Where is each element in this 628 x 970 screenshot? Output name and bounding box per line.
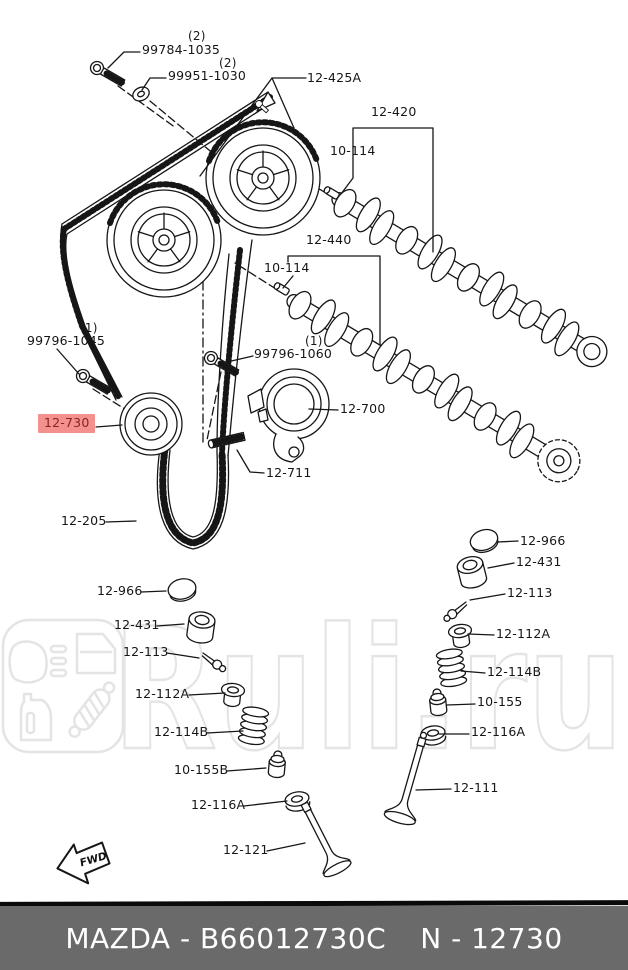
stud-12-711	[207, 431, 246, 449]
part-label-12-114B-right: 12-114B	[487, 664, 542, 679]
part-label-12-116A-right: 12-116A	[471, 724, 526, 739]
dowel-pin-a	[322, 185, 341, 201]
lifter-12-431-right	[454, 553, 489, 592]
tensioner-12-700	[247, 368, 330, 463]
cam-pulley-right	[206, 121, 320, 235]
leader-lines	[56, 51, 519, 852]
fwd-arrow-icon: FWD	[56, 841, 111, 885]
part-label-99796-1045: 99796-1045	[27, 333, 106, 348]
headlight-icon	[8, 640, 48, 684]
footer-bar: MAZDA - B66012730C N - 12730	[0, 906, 628, 970]
part-label-12-966-left: 12-966	[97, 583, 143, 598]
bolt-99784	[88, 59, 126, 89]
part-label-12-113-right: 12-113	[507, 585, 553, 600]
part-label-12-966-right: 12-966	[520, 533, 566, 548]
washer-99951	[129, 83, 153, 105]
part-label-10-114-a: 10-114	[330, 143, 376, 158]
part-label-12-440: 12-440	[306, 232, 352, 247]
part-label-12-711: 12-711	[266, 465, 312, 480]
cap-12-966-right	[466, 525, 502, 557]
camshaft-12-420	[331, 188, 608, 368]
footer-brand-part-number: MAZDA - B66012730C	[65, 921, 387, 955]
oil-jug-icon	[19, 692, 53, 742]
shock-absorber-icon	[68, 681, 116, 738]
valve-12-111	[383, 731, 428, 826]
part-label-12-112A-left: 12-112A	[135, 686, 190, 701]
camshaft-12-440	[286, 290, 581, 483]
part-label-99796-1060: 99796-1060	[254, 346, 333, 361]
qty-99951: (2)	[219, 56, 237, 70]
part-label-12-113-left: 12-113	[123, 644, 169, 659]
car-door-icon	[75, 632, 117, 675]
pulley-bolt	[255, 100, 269, 114]
part-label-12-431-right: 12-431	[516, 554, 562, 569]
timing-belt	[59, 91, 276, 550]
qty-99784: (2)	[188, 29, 206, 43]
tensioner-pulley-12-730	[119, 392, 183, 456]
qty-99796-1060: (1)	[305, 334, 323, 348]
part-label-12-121: 12-121	[223, 842, 269, 857]
part-label-12-431-left: 12-431	[114, 617, 160, 632]
part-label-12-111: 12-111	[453, 780, 499, 795]
part-label-10-155B-left: 10-155B	[174, 762, 229, 777]
part-label-12-420: 12-420	[371, 104, 417, 119]
cam-pulley-left	[107, 183, 221, 297]
part-label-10-155-right: 10-155	[477, 694, 523, 709]
footer-catalog-number: N - 12730	[420, 921, 563, 955]
part-label-12-700: 12-700	[340, 401, 386, 416]
part-label-99784-1035: 99784-1035	[142, 42, 221, 57]
watermark-logo	[1, 618, 125, 754]
highlighted-part-label-12-730: 12-730	[38, 414, 96, 433]
part-label-99951-1030: 99951-1030	[168, 68, 247, 83]
lifter-12-431-left	[185, 609, 217, 646]
dowel-pin-b	[272, 281, 291, 297]
part-label-12-425A: 12-425A	[307, 70, 362, 85]
exploded-diagram: Ruli.ru	[1, 51, 625, 885]
part-label-12-205: 12-205	[61, 513, 107, 528]
part-label-12-116A-left: 12-116A	[191, 797, 246, 812]
part-label-12-114B-left: 12-114B	[154, 724, 209, 739]
part-label-12-112A-right: 12-112A	[496, 626, 551, 641]
qty-99796-1045: (1)	[80, 321, 98, 335]
valve-12-121	[300, 801, 352, 878]
part-label-10-114-b: 10-114	[264, 260, 310, 275]
